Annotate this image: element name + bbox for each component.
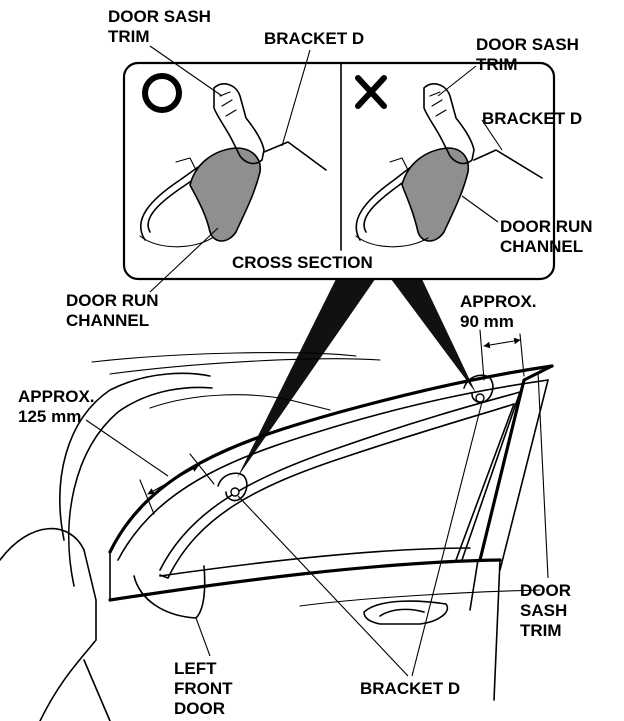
label-sash-trim-right-2: TRIM [476, 55, 518, 74]
bracket-front-icon [217, 472, 248, 502]
front-door-illustration [0, 329, 554, 721]
label-sash-trim-right-1: DOOR SASH [476, 35, 579, 54]
correct-mark-icon [142, 73, 182, 113]
label-bracket-bottom: BRACKET D [360, 679, 460, 698]
label-sash-trim-left-1: DOOR SASH [108, 7, 211, 26]
dimension-front [139, 453, 215, 515]
label-sash-trim-door-1: DOOR [520, 581, 571, 600]
wrong-mark-icon [355, 75, 387, 109]
door-labels: APPROX. 90 mm APPROX. 125 mm DOOR SASH T… [18, 292, 571, 718]
callout-wedges [237, 275, 476, 478]
label-dim-front-2: 125 mm [18, 407, 81, 426]
inset-labels: DOOR SASH TRIM BRACKET D DOOR SASH TRIM … [66, 7, 593, 330]
label-run-channel-right-1: DOOR RUN [500, 217, 593, 236]
label-left-front-door-2: FRONT [174, 679, 233, 698]
cross-section-caption: CROSS SECTION [232, 253, 373, 272]
cross-section-inset: CROSS SECTION [122, 61, 556, 281]
label-bracket-left: BRACKET D [264, 29, 364, 48]
label-dim-rear-2: 90 mm [460, 312, 514, 331]
label-bracket-right: BRACKET D [482, 109, 582, 128]
label-run-channel-left-1: DOOR RUN [66, 291, 159, 310]
label-run-channel-right-2: CHANNEL [500, 237, 583, 256]
wrong-cross-section [355, 83, 543, 248]
label-sash-trim-door-2: SASH [520, 601, 567, 620]
label-dim-front-1: APPROX. [18, 387, 95, 406]
label-sash-trim-door-3: TRIM [520, 621, 562, 640]
label-left-front-door-1: LEFT [174, 659, 217, 678]
correct-cross-section [139, 83, 327, 248]
label-run-channel-left-2: CHANNEL [66, 311, 149, 330]
label-sash-trim-left-2: TRIM [108, 27, 150, 46]
dimension-rear [479, 329, 525, 381]
label-dim-rear-1: APPROX. [460, 292, 537, 311]
label-left-front-door-3: DOOR [174, 699, 225, 718]
bracket-rear-icon [463, 374, 494, 404]
